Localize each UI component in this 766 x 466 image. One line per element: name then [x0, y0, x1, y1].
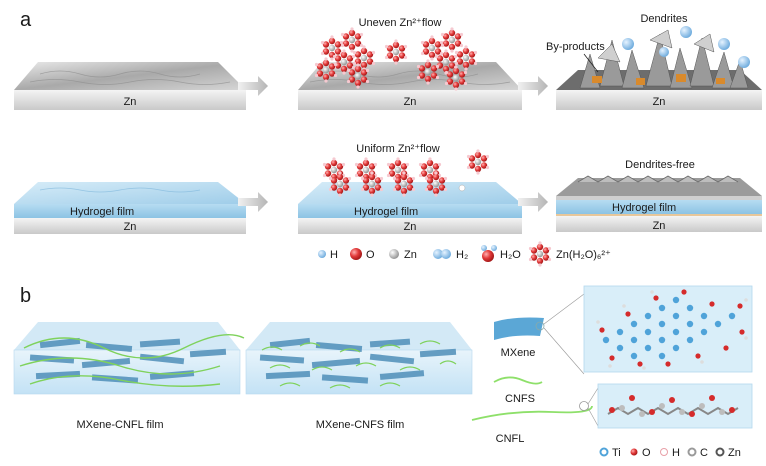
legend-h2-label: H₂: [456, 249, 468, 261]
mxene-label: MXene: [501, 347, 536, 359]
legend-h-label: H: [330, 249, 338, 261]
mxene-cnfl-film: MXene-CNFL film: [13, 322, 245, 431]
cnf-long-label: CNFL: [496, 433, 525, 445]
byproducts-label: By-products: [546, 41, 605, 53]
legend-zn-label: Zn: [404, 249, 417, 261]
atom-zn-label: Zn: [728, 447, 741, 459]
hydrogel-slab-uniform-flow: Hydrogel film Zn Uniform Zn²⁺flow: [298, 143, 522, 234]
dendrites-free-label: Dendrites-free: [625, 159, 695, 171]
mxene-lattice: [583, 285, 753, 373]
hydrogel-label: Hydrogel film: [612, 202, 676, 214]
legend-complex-label: Zn(H₂O)₆²⁺: [556, 249, 611, 261]
cnf-short-label: CNFS: [505, 393, 535, 405]
arrow-right-icon: [238, 76, 268, 96]
atom-c-label: C: [700, 447, 708, 459]
film-long-label: MXene-CNFL film: [77, 419, 164, 431]
atom-ti-label: Ti: [612, 447, 621, 459]
cnf-short: CNFS: [493, 376, 543, 405]
uniform-flow-label: Uniform Zn²⁺flow: [356, 143, 439, 155]
atom-legend: Ti O H C Zn: [599, 447, 741, 459]
arrow-right-icon: [518, 76, 548, 96]
panel-a-letter: a: [20, 9, 32, 31]
zn-label: Zn: [124, 221, 137, 233]
legend-o-label: O: [366, 249, 375, 261]
zn-label: Zn: [404, 96, 417, 108]
atom-o-label: O: [642, 447, 651, 459]
cnf-long: CNFL: [471, 387, 599, 445]
mxene-cnfs-film: MXene-CNFS film: [245, 322, 473, 431]
panel-b-letter: b: [20, 285, 31, 307]
legend: H O Zn H₂ H₂O Zn(H₂O)₆²⁺: [318, 241, 611, 267]
zn-label: Zn: [653, 96, 666, 108]
atom-h-label: H: [672, 447, 680, 459]
arrow-right-icon: [518, 192, 548, 212]
zn-slab-uneven-flow: Zn Uneven Zn²⁺flow: [298, 17, 522, 110]
legend-h2o-label: H₂O: [500, 249, 521, 261]
arrow-right-icon: [238, 192, 268, 212]
uneven-flow-label: Uneven Zn²⁺flow: [359, 17, 442, 29]
zn-label: Zn: [653, 220, 666, 232]
cellulose-chain: [597, 383, 753, 429]
mxene-ribbon: MXene: [494, 293, 585, 375]
film-short-label: MXene-CNFS film: [316, 419, 405, 431]
hydrogel-slab: Hydrogel film Zn: [14, 182, 246, 234]
zn-slab-bare: Zn: [14, 62, 246, 110]
hydrogel-label: Hydrogel film: [70, 206, 134, 218]
byproduct-icon: [592, 74, 725, 85]
h2-bubble-icon: [622, 26, 750, 68]
zn-label: Zn: [124, 96, 137, 108]
dendrites-label: Dendrites: [640, 13, 688, 25]
zn-label: Zn: [404, 221, 417, 233]
hydrogel-label: Hydrogel film: [354, 206, 418, 218]
zn-slab-dendrites: Zn Dendrites By-products: [546, 13, 762, 110]
hydrogel-slab-dendrites-free: Hydrogel film Zn Dendrites-free: [556, 159, 762, 232]
